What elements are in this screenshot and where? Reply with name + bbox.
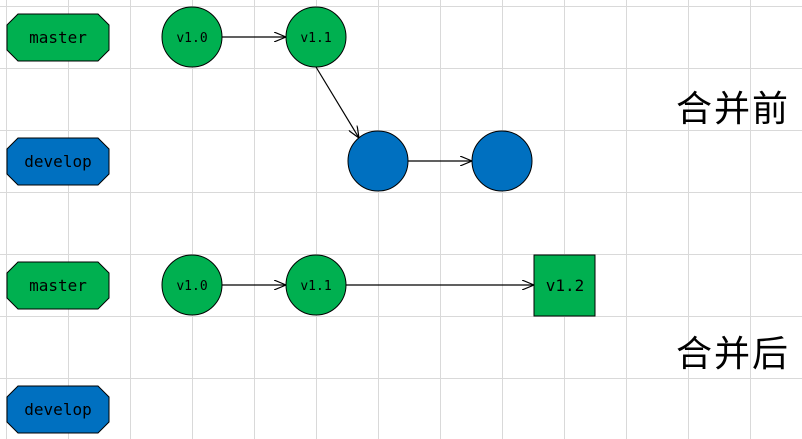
title-after-merge: 合并后 xyxy=(676,334,791,375)
branch-master-before-box xyxy=(6,13,110,62)
commit-v1-0-before-label: v1.0 xyxy=(176,31,207,46)
branch-develop-after-label: develop xyxy=(24,400,91,419)
branch-develop-before-box xyxy=(6,137,110,186)
branch-master-after-label: master xyxy=(29,276,87,295)
branch-master-before-label: master xyxy=(29,28,87,47)
commit-v1-0-after-label: v1.0 xyxy=(176,279,207,294)
title-before-merge: 合并前 xyxy=(676,89,791,130)
commit-v1-1-before-label: v1.1 xyxy=(300,31,331,46)
branch-master-after-box xyxy=(6,261,110,310)
commit-develop-2 xyxy=(471,130,533,192)
branch-develop-before-label: develop xyxy=(24,152,91,171)
branch-develop-after-box xyxy=(6,385,110,434)
commit-v1-2-merge xyxy=(533,254,596,317)
commit-v1-1-after-label: v1.1 xyxy=(300,279,331,294)
commit-v1-2-merge-label: v1.2 xyxy=(546,276,585,295)
commit-develop-1 xyxy=(347,130,409,192)
arrow-v1-1-to-develop xyxy=(315,66,359,138)
